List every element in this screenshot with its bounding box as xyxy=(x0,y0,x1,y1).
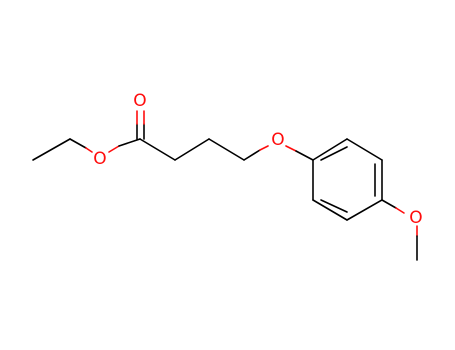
ether-oxygen-label: O xyxy=(271,130,284,150)
methoxy-oxygen-label: O xyxy=(409,208,422,228)
bond-c1-c2 xyxy=(139,138,176,161)
ester-oxygen-label: O xyxy=(93,149,106,169)
bond-c4-oether-oxygen-part xyxy=(259,145,269,151)
bond-c2-c3 xyxy=(174,138,210,161)
bond-ch2-oester-carbon-part xyxy=(69,138,87,149)
bond-ring-omethoxy-carbon-part xyxy=(381,199,397,209)
bond-c3-c4 xyxy=(208,138,245,161)
ring-inner-bond-bottom xyxy=(320,199,348,213)
bond-c4-oether-carbon-part xyxy=(243,149,261,161)
bond-ch3-ch2 xyxy=(32,138,71,161)
bond-oester-carbonyl-carbon-part xyxy=(118,138,141,147)
carbonyl-oxygen-label: O xyxy=(133,91,146,111)
bond-ch2-oester-oxygen-part xyxy=(85,147,93,153)
bond-oether-ring-oxygen-part xyxy=(285,145,297,152)
bond-ring-omethoxy-oxygen-part xyxy=(395,207,405,214)
bond-oether-ring-carbon-part xyxy=(295,150,314,161)
ring-bond-4 xyxy=(346,199,383,221)
ring-bond-1 xyxy=(312,138,348,161)
ring-bond-5 xyxy=(312,199,348,221)
ring-bond-2 xyxy=(346,138,383,161)
ring-inner-bond-top xyxy=(320,146,348,161)
bond-oester-carbonyl-oxygen-part xyxy=(108,145,120,153)
